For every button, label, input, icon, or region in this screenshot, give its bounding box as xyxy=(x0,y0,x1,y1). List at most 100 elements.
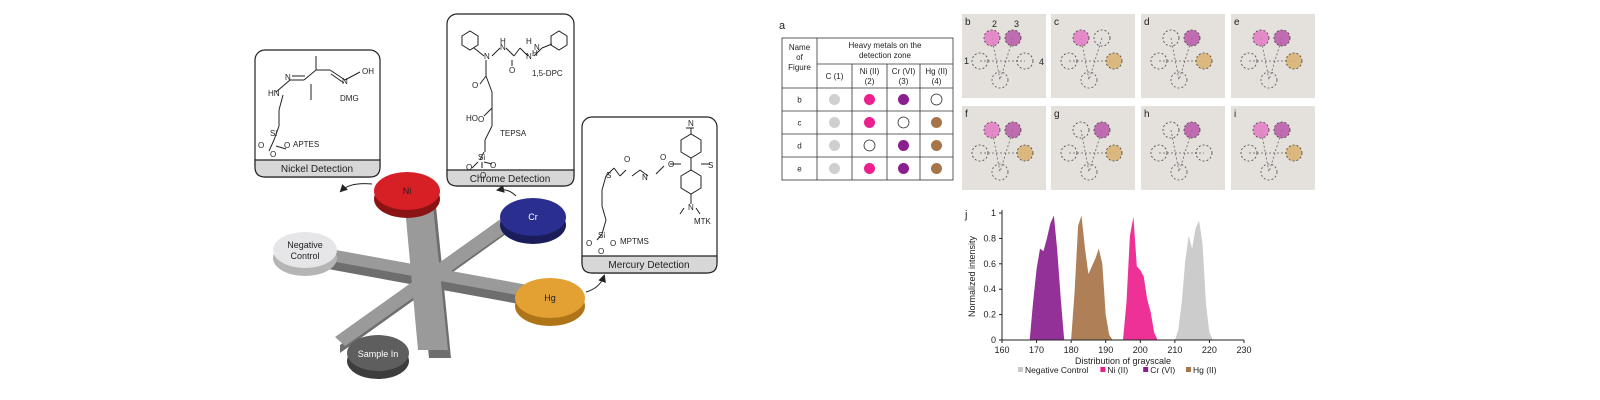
zone-cr: Cr xyxy=(500,198,566,244)
photo-spot-magenta xyxy=(983,121,1001,139)
photo-spot-none xyxy=(1240,52,1258,70)
nickel-atom-n2: N xyxy=(342,77,348,86)
photo-spot-none xyxy=(1016,52,1034,70)
chrome-atom-n3: N xyxy=(526,52,532,61)
table-group-header-line: Heavy metals on the xyxy=(849,41,922,50)
photo-spot-purple xyxy=(1183,29,1201,47)
table-column-header-line: Ni (II) xyxy=(860,67,880,76)
photo-spot-none xyxy=(971,52,989,70)
nickel-label-dmg: DMG xyxy=(340,94,359,103)
photo-background xyxy=(1051,106,1135,190)
photo-spot-magenta xyxy=(983,29,1001,47)
photo-sample-spot xyxy=(1170,163,1188,181)
table-dot-magenta xyxy=(864,94,875,105)
x-tick-label: 160 xyxy=(994,345,1009,355)
chrome-label-dpc: 1,5-DPC xyxy=(532,69,563,78)
table-dot-grey xyxy=(829,140,840,151)
photo-background xyxy=(962,14,1046,98)
nickel-atom-si: Si xyxy=(270,129,277,138)
y-tick-label: 0.2 xyxy=(983,310,996,320)
mercury-atom-n2: N xyxy=(642,173,648,182)
zone-negative-control: Negative Control xyxy=(273,232,337,276)
photo-shade xyxy=(1051,106,1135,190)
photo-sample-spot xyxy=(1260,71,1278,89)
table-dot-empty xyxy=(930,93,943,106)
photo-spot-none xyxy=(1162,121,1180,139)
photo-spot-magenta xyxy=(1252,121,1270,139)
chrome-atom-o3: O xyxy=(478,115,484,124)
chrome-atom-n4: N xyxy=(534,43,540,52)
table-row-name: c xyxy=(798,119,802,128)
molecule-nickel: HN N N OH DMG Si O O O APTES xyxy=(258,56,374,159)
photo-shade xyxy=(962,106,1046,190)
table-dot-grey xyxy=(829,94,840,105)
photo-channel xyxy=(1170,37,1180,81)
table-row-name: e xyxy=(797,165,802,174)
photo-sample-spot xyxy=(1260,163,1278,181)
zone-label-ni: Ni xyxy=(403,186,412,196)
card-caption-chrome: Chrome Detection xyxy=(470,174,551,185)
series-area-negative-control xyxy=(1174,220,1213,340)
chrome-atom-o4: O xyxy=(466,163,472,172)
mercury-label-mtk: MTK xyxy=(694,217,712,226)
mercury-atom-si: Si xyxy=(598,231,605,240)
photo-channel xyxy=(1268,129,1283,173)
photo-label: e xyxy=(1234,17,1240,28)
table-header-name-line: Figure xyxy=(788,63,811,72)
photo-spot-none xyxy=(1162,29,1180,47)
card-caption-nickel: Nickel Detection xyxy=(281,164,353,175)
photo-spot-brown xyxy=(1105,52,1123,70)
chrome-atom-o2: O xyxy=(472,81,478,90)
photo-spot-brown xyxy=(1016,144,1034,162)
photo-spot-purple xyxy=(1273,121,1291,139)
photo-shade xyxy=(1141,106,1225,190)
legend-label: Ni (II) xyxy=(1107,365,1128,375)
chrome-atom-n1: N xyxy=(484,52,490,61)
photo-channel xyxy=(999,129,1014,173)
photo-channel xyxy=(1178,129,1193,173)
zone-label-negative-line2: Control xyxy=(290,251,319,261)
legend-label: Cr (VI) xyxy=(1150,365,1175,375)
photo-shade xyxy=(962,14,1046,98)
zone-ni: Ni xyxy=(374,172,440,218)
mercury-label-mptms: MPTMS xyxy=(620,237,649,246)
nickel-atom-n1: N xyxy=(285,73,291,82)
photo-shade xyxy=(1141,14,1225,98)
photo-spot-number: 4 xyxy=(1039,57,1044,67)
x-tick-label: 210 xyxy=(1167,345,1182,355)
photo-spot-brown xyxy=(1285,144,1303,162)
photo-channel xyxy=(1268,37,1283,81)
photo-channel xyxy=(1260,129,1270,173)
photo-shade xyxy=(1231,106,1315,190)
zone-label-negative-line1: Negative xyxy=(287,240,323,250)
photo-spot-none xyxy=(1150,144,1168,162)
photo-sample-spot xyxy=(1080,71,1098,89)
photo-channel xyxy=(991,37,1001,81)
photo-label: g xyxy=(1054,109,1060,120)
photo-channel xyxy=(1260,37,1270,81)
table-dot-magenta xyxy=(864,117,875,128)
photo-spot-none xyxy=(1072,121,1090,139)
photo-sample-spot xyxy=(991,71,1009,89)
x-tick-label: 220 xyxy=(1202,345,1217,355)
photo-spot-brown xyxy=(1285,52,1303,70)
chrome-atom-h3: H xyxy=(532,49,538,58)
photo-panel-d: d xyxy=(1141,14,1225,98)
photo-spot-purple xyxy=(1183,121,1201,139)
legend-label: Negative Control xyxy=(1025,365,1088,375)
photo-sample-spot xyxy=(991,163,1009,181)
photo-sample-spot xyxy=(1170,71,1188,89)
photo-spot-purple xyxy=(1004,121,1022,139)
mercury-atom-s1: S xyxy=(708,161,713,170)
panel-label-j: j xyxy=(964,209,967,221)
table-dot-purple xyxy=(898,94,909,105)
legend-swatch xyxy=(1018,367,1023,372)
mercury-atom-s2: S xyxy=(606,171,611,180)
y-tick-label: 1 xyxy=(991,208,996,218)
photo-panel-e: e xyxy=(1231,14,1315,98)
nickel-atom-oh: OH xyxy=(362,67,374,76)
chrome-atom-o6: O xyxy=(480,171,486,180)
